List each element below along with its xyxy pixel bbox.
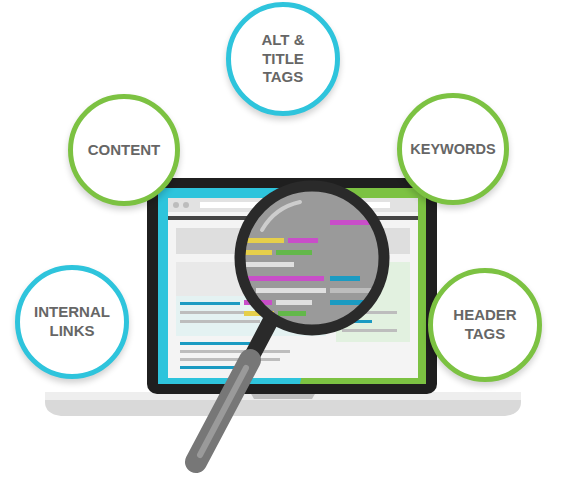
magnifier-lens xyxy=(240,186,384,330)
lens-code xyxy=(276,300,312,305)
lens-code xyxy=(330,276,360,281)
browser-button xyxy=(173,202,179,208)
magnifier-grip xyxy=(196,360,250,462)
magnifier-ring xyxy=(240,186,384,330)
topic-circle: CONTENT xyxy=(68,94,180,206)
lens-code xyxy=(278,311,306,316)
lens-shine xyxy=(262,202,300,230)
screen-bezel xyxy=(147,178,437,394)
topic-label: CONTENT xyxy=(88,141,161,160)
laptop-base xyxy=(45,392,521,416)
topic-circle: INTERNAL LINKS xyxy=(15,265,129,379)
topic-circle: KEYWORDS xyxy=(397,93,509,205)
browser-button xyxy=(183,202,189,208)
lens-code xyxy=(288,238,318,243)
page-line xyxy=(180,302,240,305)
lens-code xyxy=(256,288,326,293)
page-line xyxy=(180,320,260,323)
topic-label: KEYWORDS xyxy=(410,140,495,158)
page-line xyxy=(342,329,397,332)
topic-label: HEADER TAGS xyxy=(445,306,525,344)
lens-code xyxy=(244,238,284,243)
lens-code xyxy=(244,276,324,281)
topic-circle: HEADER TAGS xyxy=(428,268,542,382)
topic-label: INTERNAL LINKS xyxy=(28,303,116,341)
page-line xyxy=(180,350,290,353)
lens-code xyxy=(276,250,312,255)
page-line xyxy=(180,358,280,361)
topic-circle: ALT & TITLE TAGS xyxy=(226,2,340,116)
lens-code xyxy=(244,262,294,267)
topic-label: ALT & TITLE TAGS xyxy=(240,31,326,87)
lens-code xyxy=(244,250,272,255)
lens-code xyxy=(330,220,370,225)
magnifier-grip-shine xyxy=(200,368,246,455)
page-line xyxy=(180,366,240,369)
magnifier-handle xyxy=(196,318,272,462)
page-line xyxy=(180,342,250,345)
